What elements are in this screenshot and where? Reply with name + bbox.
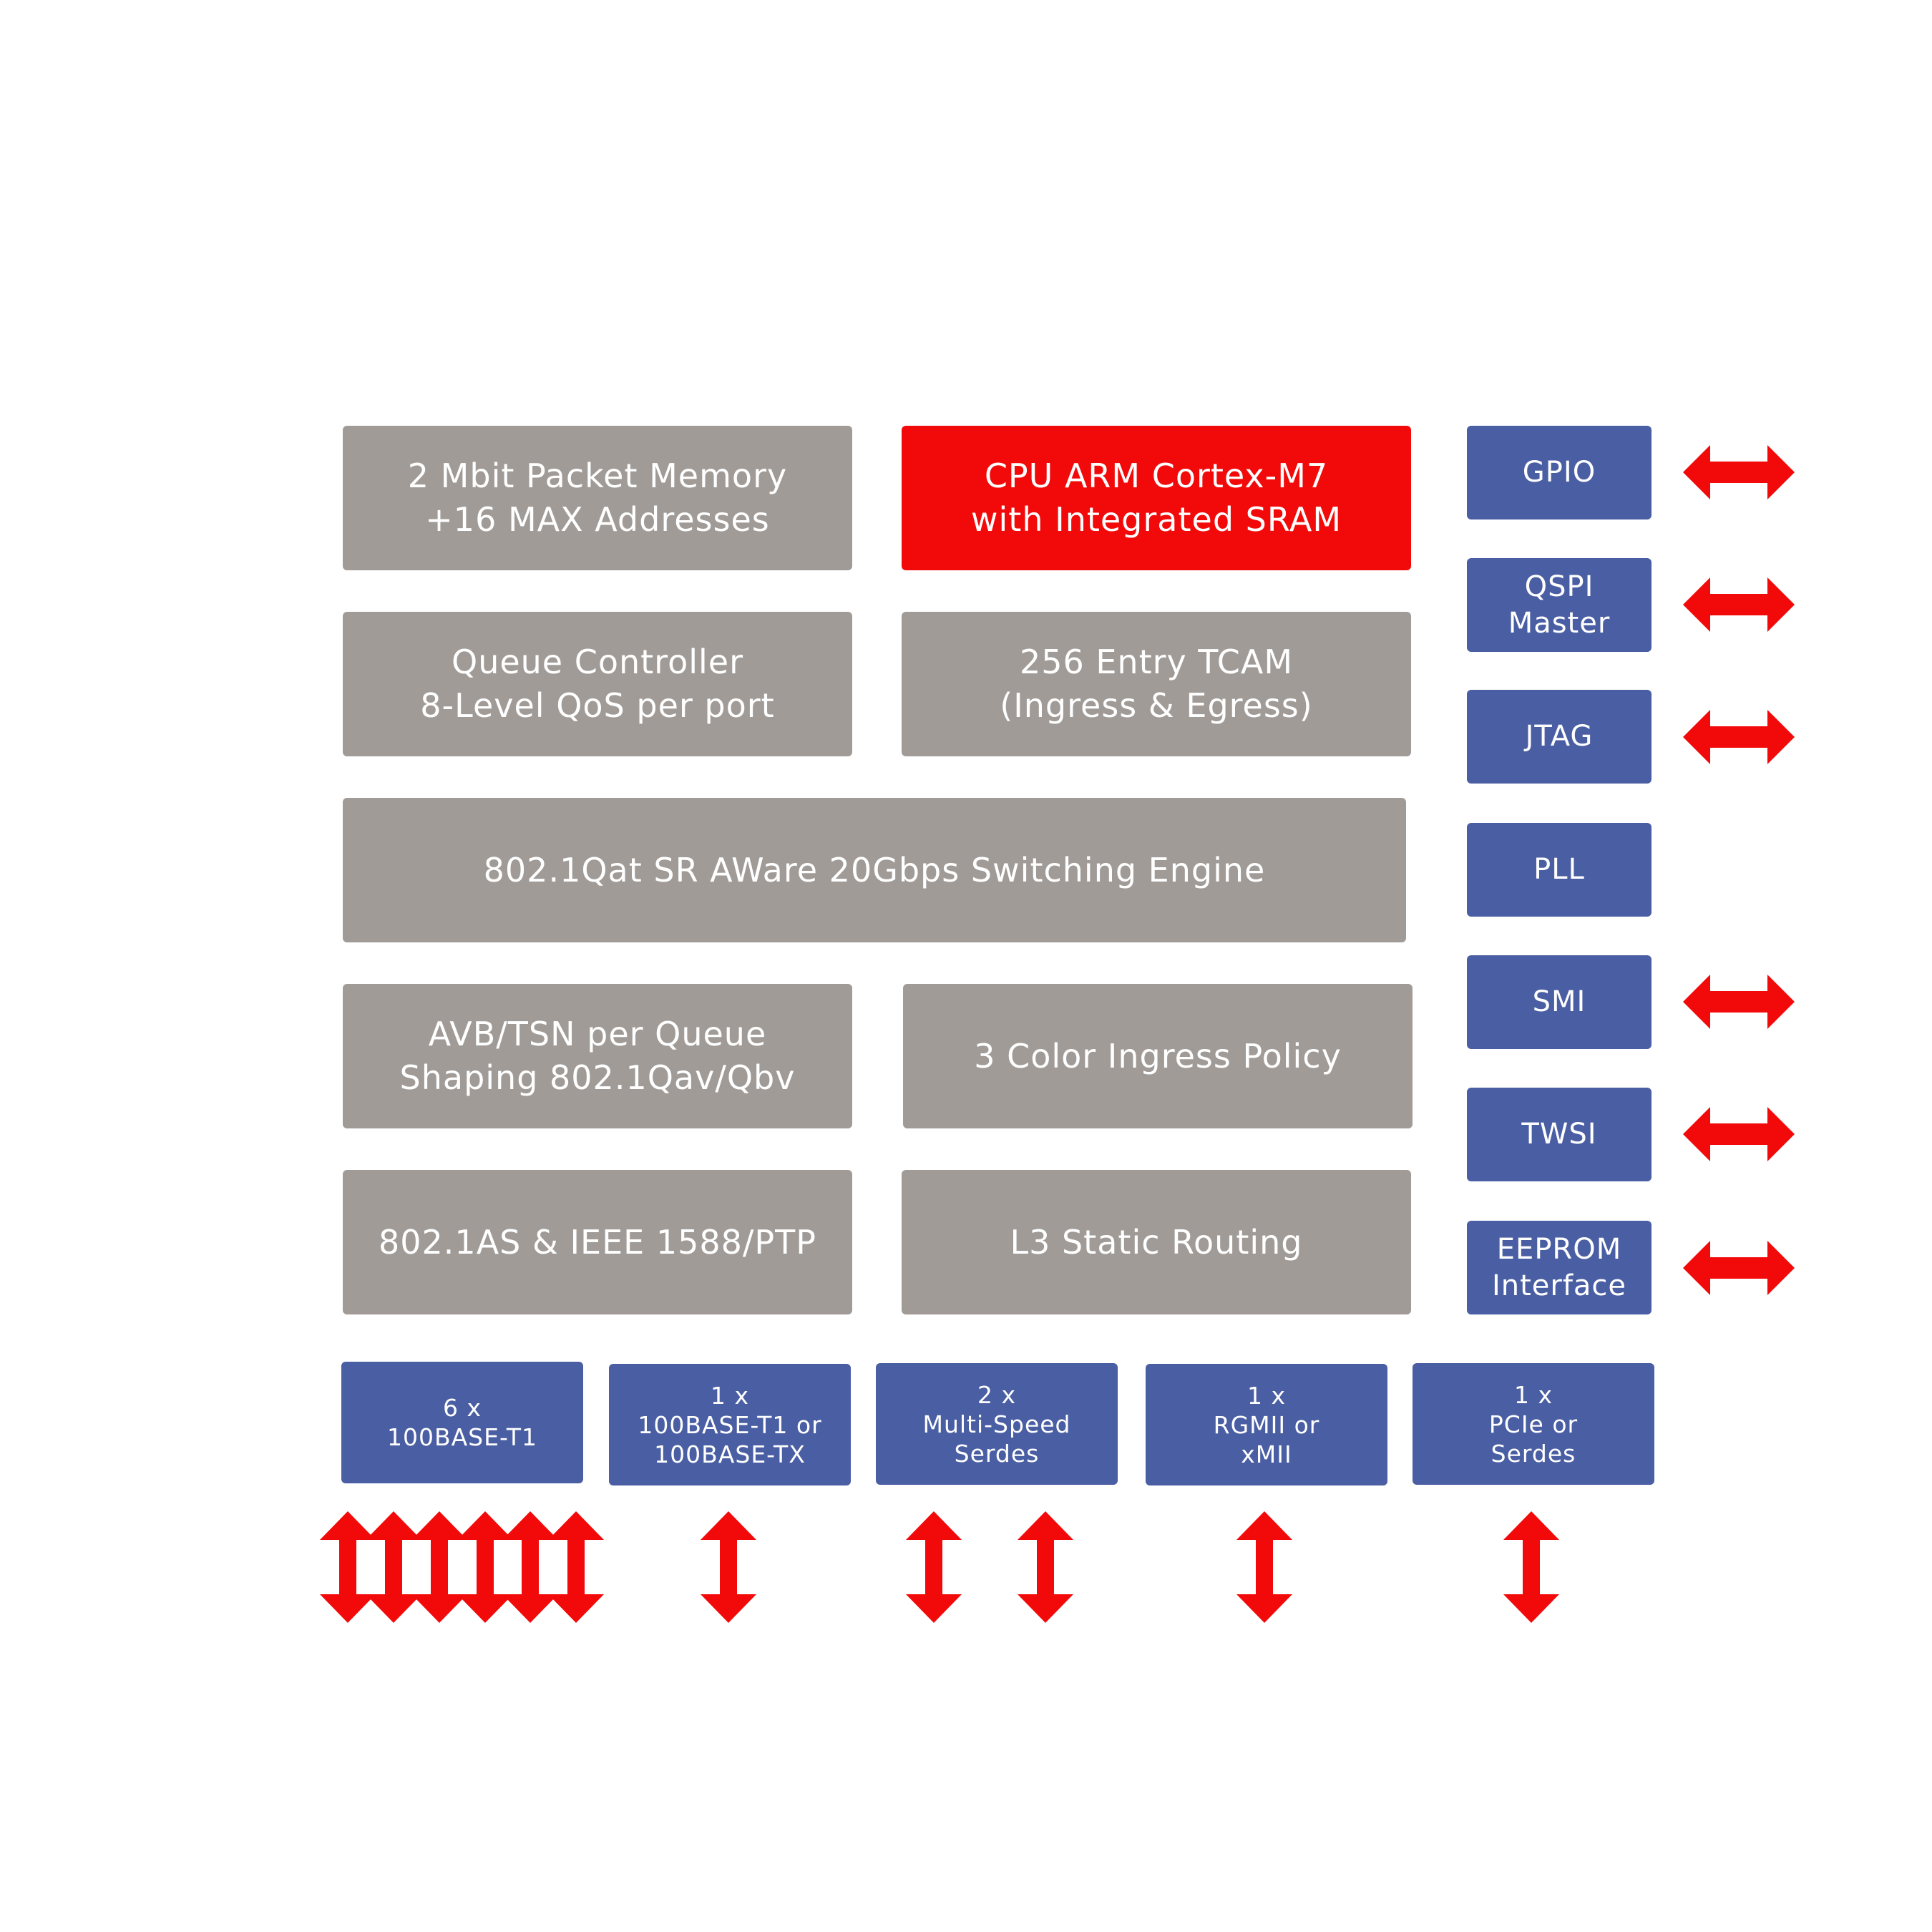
port-arrows — [320, 1511, 1559, 1623]
tcam-block: 256 Entry TCAM (Ingress & Egress) — [902, 612, 1411, 756]
avb-tsn-block: AVB/TSN per Queue Shaping 802.1Qav/Qbv — [343, 984, 852, 1128]
double-arrow-vertical — [548, 1511, 604, 1623]
twsi-block: TWSI — [1467, 1088, 1652, 1181]
double-arrow-vertical — [701, 1511, 756, 1623]
ingress-policy-line1: 3 Color Ingress Policy — [974, 1036, 1342, 1075]
cpu-block: CPU ARM Cortex-M7 with Integrated SRAM — [902, 426, 1411, 570]
port-type-alt: Serdes — [1491, 1439, 1576, 1468]
port-type-alt: xMII — [1241, 1440, 1292, 1468]
qspi-label-line2: Master — [1508, 606, 1611, 640]
l3-routing-block: L3 Static Routing — [902, 1170, 1411, 1314]
jtag-label: JTAG — [1525, 720, 1594, 753]
port-count: 1 x — [1513, 1380, 1553, 1409]
smi-block: SMI — [1467, 955, 1652, 1049]
ptp-line1: 802.1AS & IEEE 1588/PTP — [379, 1222, 816, 1262]
eeprom-label-line2: Interface — [1491, 1269, 1627, 1302]
ingress-policy-block: 3 Color Ingress Policy — [903, 984, 1413, 1128]
interface-arrows — [1683, 445, 1795, 1295]
port-block-100base-t1: 6 x 100BASE-T1 — [341, 1362, 583, 1483]
queue-controller-block: Queue Controller 8-Level QoS per port — [343, 612, 852, 756]
eeprom-label-line1: EEPROM — [1496, 1232, 1622, 1266]
eeprom-block: EEPROM Interface — [1467, 1221, 1652, 1314]
port-count: 1 x — [710, 1381, 749, 1410]
smi-label: SMI — [1532, 985, 1586, 1018]
port-count: 1 x — [1246, 1381, 1286, 1410]
port-block-rgmii: 1 x RGMII or xMII — [1146, 1364, 1387, 1485]
double-arrow-horizontal — [1683, 1241, 1795, 1295]
switching-engine-line1: 802.1Qat SR AWare 20Gbps Switching Engin… — [483, 850, 1266, 889]
switching-engine-block: 802.1Qat SR AWare 20Gbps Switching Engin… — [343, 798, 1406, 942]
pll-block: PLL — [1467, 823, 1652, 917]
qspi-block: QSPI Master — [1467, 558, 1652, 652]
double-arrow-vertical — [1503, 1511, 1559, 1623]
port-block-multispeed-serdes: 2 x Multi-Speed Serdes — [876, 1363, 1118, 1485]
port-type: Multi-Speed — [922, 1410, 1071, 1438]
ptp-block: 802.1AS & IEEE 1588/PTP — [343, 1170, 852, 1314]
tcam-line1: 256 Entry TCAM — [1019, 643, 1294, 681]
double-arrow-vertical — [366, 1511, 421, 1623]
double-arrow-horizontal — [1683, 577, 1795, 632]
avb-tsn-line1: AVB/TSN per Queue — [428, 1015, 767, 1053]
queue-controller-line2: 8-Level QoS per port — [420, 686, 775, 725]
double-arrow-vertical — [1236, 1511, 1292, 1623]
double-arrow-vertical — [411, 1511, 467, 1623]
double-arrow-vertical — [906, 1511, 962, 1623]
port-type: 100BASE-T1 or — [638, 1410, 822, 1439]
double-arrow-vertical — [320, 1511, 376, 1623]
gpio-label: GPIO — [1522, 456, 1596, 489]
port-type: PCIe or — [1488, 1410, 1579, 1438]
cpu-line1: CPU ARM Cortex-M7 — [984, 457, 1329, 495]
jtag-block: JTAG — [1467, 690, 1652, 784]
pll-label: PLL — [1533, 853, 1585, 886]
port-count: 6 x — [442, 1394, 482, 1422]
avb-tsn-line2: Shaping 802.1Qav/Qbv — [399, 1058, 796, 1097]
packet-memory-line2: +16 MAX Addresses — [425, 500, 770, 539]
qspi-label-line1: QSPI — [1524, 570, 1594, 603]
l3-routing-line1: L3 Static Routing — [1010, 1222, 1303, 1262]
double-arrow-vertical — [502, 1511, 558, 1623]
cpu-line2: with Integrated SRAM — [970, 500, 1342, 539]
tcam-line2: (Ingress & Egress) — [1000, 686, 1313, 725]
port-block-pcie-serdes: 1 x PCIe or Serdes — [1413, 1363, 1654, 1485]
packet-memory-line1: 2 Mbit Packet Memory — [407, 457, 788, 495]
port-type: 100BASE-T1 — [386, 1423, 538, 1451]
double-arrow-horizontal — [1683, 710, 1795, 764]
port-type: RGMII or — [1213, 1410, 1320, 1439]
double-arrow-horizontal — [1683, 1107, 1795, 1161]
double-arrow-horizontal — [1683, 975, 1795, 1029]
port-type-alt: 100BASE-TX — [654, 1440, 806, 1468]
gpio-block: GPIO — [1467, 426, 1652, 519]
port-count: 2 x — [977, 1380, 1016, 1409]
queue-controller-line1: Queue Controller — [451, 643, 743, 681]
double-arrow-vertical — [1018, 1511, 1073, 1623]
port-block-100base-t1-tx: 1 x 100BASE-T1 or 100BASE-TX — [609, 1364, 851, 1485]
twsi-label: TWSI — [1521, 1118, 1597, 1151]
double-arrow-vertical — [457, 1511, 513, 1623]
packet-memory-block: 2 Mbit Packet Memory +16 MAX Addresses — [343, 426, 852, 570]
double-arrow-horizontal — [1683, 445, 1795, 499]
port-type-alt: Serdes — [954, 1439, 1040, 1468]
